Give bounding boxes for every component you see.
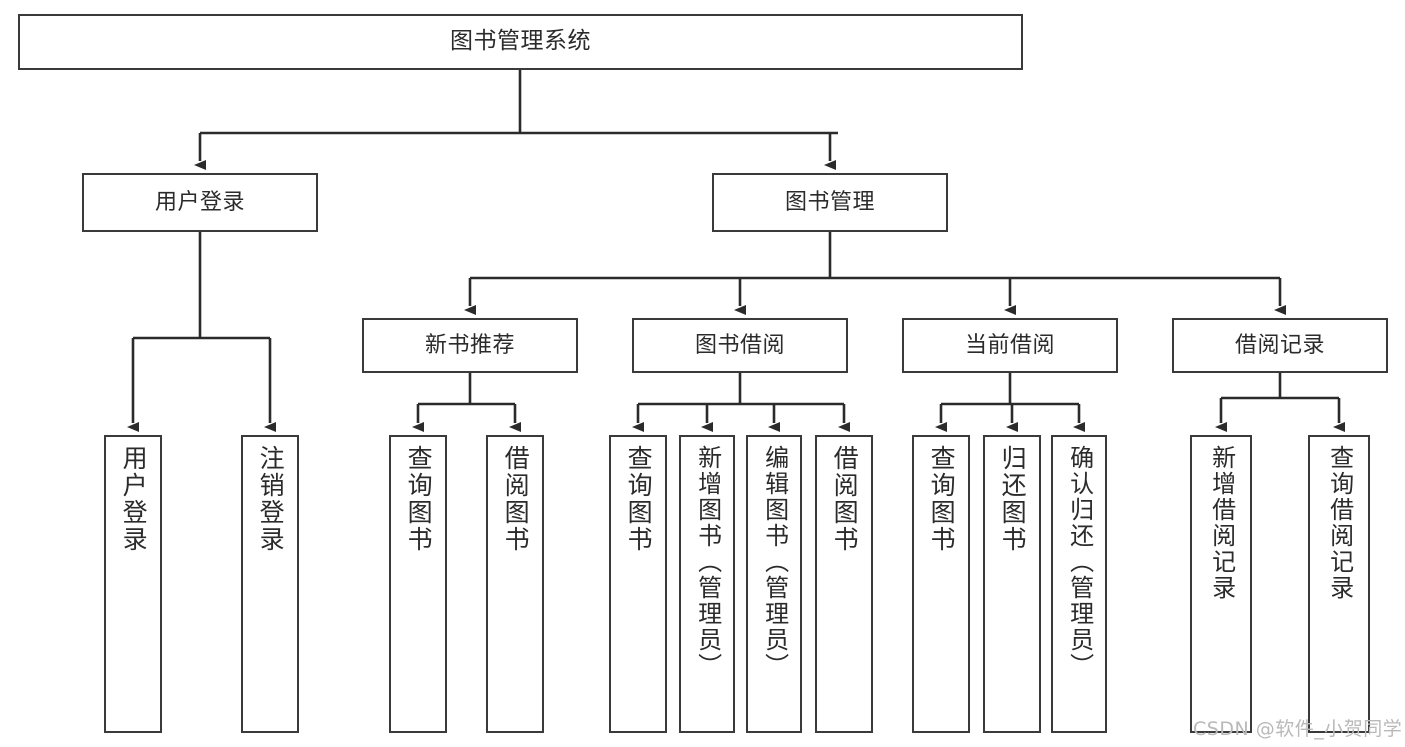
node-book-management[interactable]: 图书管理 <box>712 173 948 232</box>
node-borrow-records[interactable]: 借阅记录 <box>1172 318 1388 373</box>
leaf-query-book-recommend[interactable]: 查询图书 <box>389 435 447 733</box>
leaf-logout-login[interactable]: 注销登录 <box>241 435 299 733</box>
node-label: 编辑图书（管理员） <box>760 445 789 679</box>
node-label: 确认归还（管理员） <box>1065 445 1094 679</box>
node-label: 查询图书 <box>624 445 654 553</box>
leaf-query-book-current[interactable]: 查询图书 <box>912 435 970 733</box>
node-book-borrow[interactable]: 图书借阅 <box>632 318 848 373</box>
node-label: 新书推荐 <box>424 332 515 358</box>
node-label: 图书管理系统 <box>450 28 591 55</box>
node-label: 图书借阅 <box>694 332 785 358</box>
leaf-edit-book-admin[interactable]: 编辑图书（管理员） <box>746 435 802 733</box>
node-user-login[interactable]: 用户登录 <box>82 173 318 232</box>
node-label: 新增借阅记录 <box>1207 445 1236 601</box>
leaf-confirm-return-admin[interactable]: 确认归还（管理员） <box>1051 435 1107 733</box>
node-label: 新增图书（管理员） <box>693 445 722 679</box>
leaf-add-book-admin[interactable]: 新增图书（管理员） <box>679 435 735 733</box>
node-root-system[interactable]: 图书管理系统 <box>18 14 1023 70</box>
leaf-query-borrow-record[interactable]: 查询借阅记录 <box>1308 435 1370 733</box>
node-label: 用户登录 <box>154 189 245 215</box>
node-label: 归还图书 <box>998 445 1028 553</box>
csdn-watermark: CSDN @软件_小贺同学 <box>1193 718 1403 740</box>
node-label: 查询图书 <box>927 445 957 553</box>
node-label: 用户登录 <box>119 445 149 553</box>
node-label: 注销登录 <box>256 445 286 553</box>
leaf-borrow-book[interactable]: 借阅图书 <box>815 435 873 733</box>
leaf-query-book-borrow[interactable]: 查询图书 <box>609 435 667 733</box>
leaf-user-login[interactable]: 用户登录 <box>104 435 162 733</box>
node-label: 图书管理 <box>784 189 875 215</box>
node-label: 查询借阅记录 <box>1325 445 1354 601</box>
leaf-return-book[interactable]: 归还图书 <box>983 435 1041 733</box>
node-label: 查询图书 <box>404 445 434 553</box>
leaf-add-borrow-record[interactable]: 新增借阅记录 <box>1190 435 1252 733</box>
node-label: 借阅记录 <box>1234 332 1325 358</box>
node-label: 当前借阅 <box>964 332 1055 358</box>
node-new-book-recommend[interactable]: 新书推荐 <box>362 318 578 373</box>
node-current-borrow[interactable]: 当前借阅 <box>902 318 1118 373</box>
leaf-borrow-book-recommend[interactable]: 借阅图书 <box>486 435 544 733</box>
node-label: 借阅图书 <box>830 445 860 553</box>
node-label: 借阅图书 <box>501 445 531 553</box>
